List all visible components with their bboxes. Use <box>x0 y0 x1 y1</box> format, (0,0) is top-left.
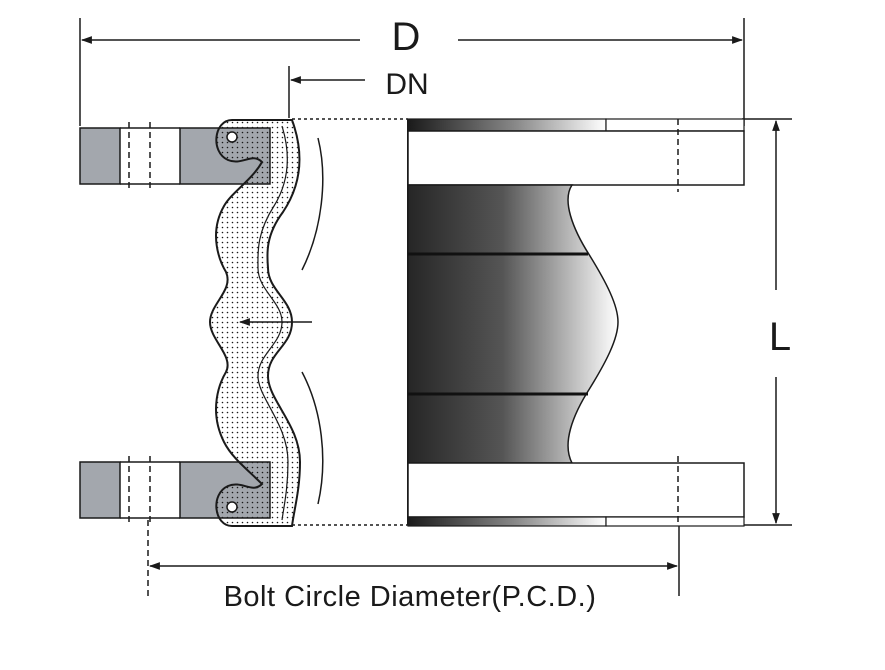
bottom-bead-wire <box>226 501 238 513</box>
label-l: L <box>769 315 791 359</box>
section-view <box>79 118 408 527</box>
bottom-flange-exterior <box>407 462 745 518</box>
dimension-dn <box>288 66 365 118</box>
label-bolt-circle: Bolt Circle Diameter(P.C.D.) <box>224 581 597 613</box>
label-d: D <box>392 15 421 59</box>
rubber-body-section <box>208 119 302 527</box>
bottom-rubber-strip <box>407 516 607 527</box>
top-flange-exterior <box>407 130 745 186</box>
bore-contour-line <box>301 137 324 505</box>
dimension-d <box>79 18 745 126</box>
top-bead-wire <box>226 131 238 143</box>
label-dn: DN <box>385 68 428 101</box>
dimension-pcd <box>147 520 680 596</box>
top-flange-outer-block <box>79 127 121 185</box>
dimension-l <box>742 118 792 526</box>
exterior-view <box>407 118 745 527</box>
bottom-strip-end <box>605 516 745 527</box>
rubber-bulge-exterior <box>407 184 619 464</box>
bottom-flange-outer-block <box>79 461 121 519</box>
top-strip-end <box>605 118 745 132</box>
top-rubber-strip <box>407 118 607 132</box>
